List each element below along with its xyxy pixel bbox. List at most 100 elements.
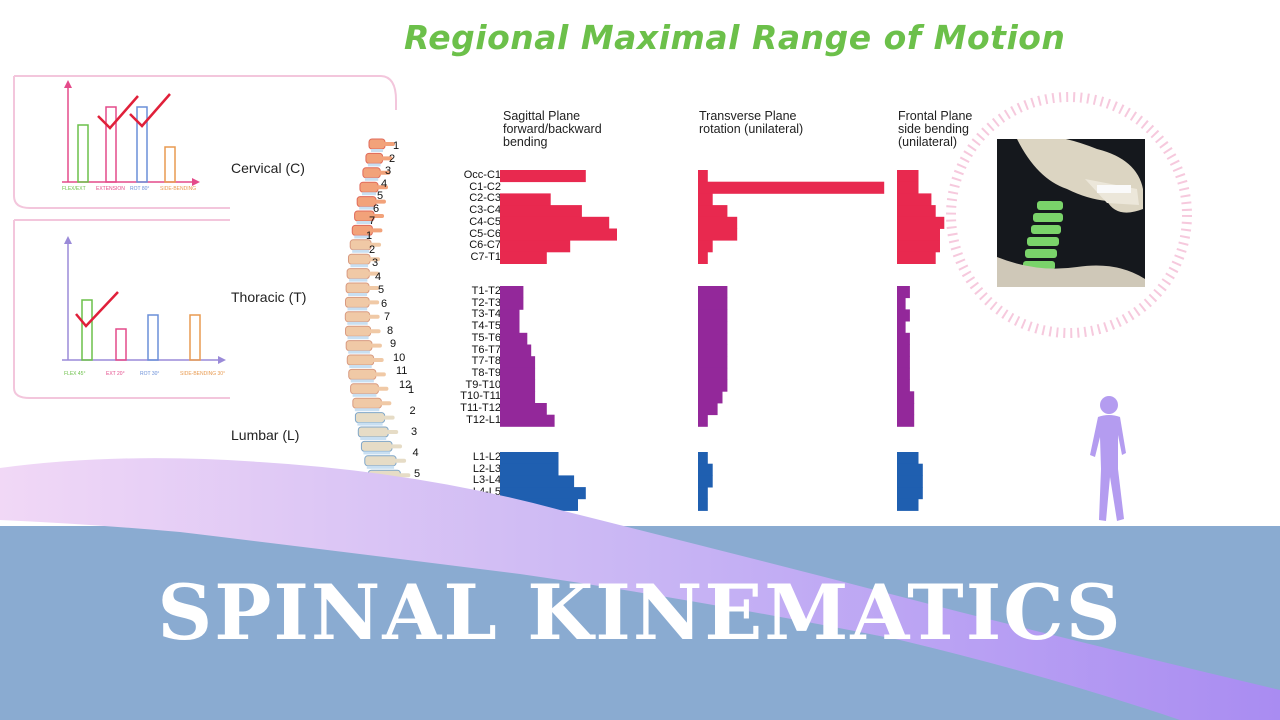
vertebra-number: 9 bbox=[390, 338, 397, 350]
bar-frontal bbox=[897, 193, 932, 206]
vertebra-number: 4 bbox=[412, 447, 419, 459]
spinous-process bbox=[379, 401, 392, 406]
bar-frontal bbox=[897, 367, 910, 380]
bar-sagittal bbox=[500, 452, 559, 465]
bar-frontal bbox=[897, 356, 910, 369]
intervertebral-disc bbox=[371, 149, 383, 152]
segment-label: L3-L4 bbox=[472, 474, 501, 487]
spinous-process bbox=[367, 271, 380, 276]
intervertebral-disc bbox=[357, 422, 383, 426]
bar-transverse bbox=[698, 487, 708, 500]
segment-label: Occ-C1 bbox=[463, 169, 501, 181]
spinous-process bbox=[373, 199, 386, 204]
segment-label: T5-T6 bbox=[471, 331, 501, 344]
intervertebral-disc bbox=[349, 278, 368, 282]
bar-transverse bbox=[698, 391, 723, 404]
bar-frontal bbox=[897, 321, 906, 334]
bar-transverse bbox=[698, 251, 708, 264]
spine-illustration bbox=[344, 138, 411, 484]
segment-label: T1-T2 bbox=[471, 285, 501, 297]
segment-label: L1-L2 bbox=[472, 451, 501, 463]
intervertebral-disc bbox=[350, 264, 369, 268]
mini-label-cervical: SIDE-BENDING bbox=[160, 186, 197, 192]
bar-frontal bbox=[897, 379, 910, 392]
mini-label-thoracic: FLEX 45° bbox=[64, 371, 86, 377]
spinous-process bbox=[368, 329, 381, 334]
bar-transverse bbox=[698, 332, 728, 345]
bar-transverse bbox=[698, 463, 713, 476]
segment-label: T3-T4 bbox=[471, 308, 501, 321]
bar-transverse bbox=[698, 309, 728, 322]
intervertebral-disc bbox=[352, 393, 377, 397]
vertebra-number: 3 bbox=[411, 426, 418, 438]
vertebra-number: 10 bbox=[393, 351, 406, 364]
decorative-ring bbox=[946, 92, 1192, 338]
bar-sagittal bbox=[500, 286, 524, 299]
neck-illustration bbox=[997, 139, 1145, 287]
bar-sagittal bbox=[500, 487, 586, 500]
intervertebral-disc bbox=[354, 235, 371, 239]
bar-transverse bbox=[698, 286, 728, 299]
bar-frontal bbox=[897, 309, 910, 322]
bar-sagittal bbox=[500, 309, 520, 322]
bar-frontal bbox=[897, 452, 919, 465]
vertebra-number: 3 bbox=[385, 165, 392, 177]
bar-transverse bbox=[698, 193, 713, 206]
mini-label-thoracic: SIDE-BENDING 30° bbox=[180, 371, 226, 377]
spinous-process bbox=[369, 242, 382, 247]
intervertebral-disc bbox=[361, 192, 377, 196]
spinous-process bbox=[371, 358, 384, 362]
bar-frontal bbox=[897, 205, 936, 218]
bar-transverse bbox=[698, 181, 885, 194]
bar-frontal bbox=[897, 498, 919, 511]
intervertebral-disc bbox=[364, 177, 379, 181]
spinous-process bbox=[390, 444, 403, 449]
bar-transverse bbox=[698, 344, 728, 357]
vertebra-number: 6 bbox=[381, 297, 388, 310]
segment-label: T10-T11 bbox=[460, 390, 501, 403]
vertebra-number: 1 bbox=[366, 230, 373, 242]
region-label-cervical: Cervical (C) bbox=[231, 160, 305, 176]
vertebra-number: 7 bbox=[369, 215, 376, 227]
bar-sagittal bbox=[500, 216, 610, 229]
spinous-process bbox=[367, 314, 380, 319]
vertebra-number: 1 bbox=[393, 140, 400, 152]
bar-sagittal bbox=[500, 463, 559, 476]
bar-frontal bbox=[897, 391, 915, 404]
segment-label: C4-C5 bbox=[469, 215, 501, 228]
bar-transverse bbox=[698, 228, 738, 241]
intervertebral-disc bbox=[363, 451, 391, 455]
mini-frame-top bbox=[14, 75, 397, 110]
vertebra-number: 8 bbox=[387, 324, 394, 337]
bar-frontal bbox=[897, 487, 923, 500]
intervertebral-disc bbox=[356, 221, 373, 224]
bar-sagittal bbox=[500, 193, 551, 206]
intervertebral-disc bbox=[350, 379, 374, 383]
bar-frontal bbox=[897, 170, 919, 183]
banner-title: SPINAL KINEMATICS bbox=[157, 568, 1123, 657]
segment-label: T9-T10 bbox=[465, 378, 501, 391]
mini-label-cervical: ROT 80° bbox=[130, 186, 150, 192]
segment-label: T7-T8 bbox=[471, 355, 501, 368]
intervertebral-disc bbox=[354, 408, 380, 412]
spinous-process bbox=[376, 386, 389, 391]
bar-frontal bbox=[897, 240, 940, 253]
vertebra-number: 11 bbox=[396, 365, 408, 377]
vertebra-number: 2 bbox=[389, 152, 396, 165]
bar-transverse bbox=[698, 205, 728, 218]
mini-label-cervical: EXTENSION bbox=[96, 186, 125, 192]
bar-sagittal bbox=[500, 403, 547, 416]
bar-sagittal bbox=[500, 475, 575, 488]
intervertebral-disc bbox=[347, 307, 368, 311]
bar-frontal bbox=[897, 228, 940, 241]
bar-frontal bbox=[897, 414, 915, 427]
region-label-lumbar: Lumbar (L) bbox=[231, 427, 300, 443]
bar-sagittal bbox=[500, 321, 520, 334]
segment-label: T11-T12 bbox=[460, 402, 501, 414]
intervertebral-disc bbox=[347, 321, 368, 325]
vertebra-number: 2 bbox=[409, 405, 416, 417]
vertebra-number: 4 bbox=[381, 177, 388, 190]
bar-sagittal bbox=[500, 356, 536, 369]
intervertebral-disc bbox=[366, 465, 395, 469]
